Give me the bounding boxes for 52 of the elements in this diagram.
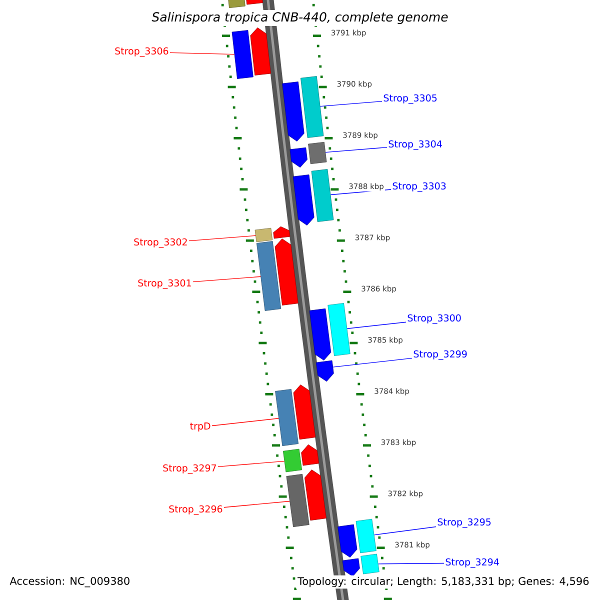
gene-feature: [338, 524, 358, 558]
genome-info-text: Topology: circular; Length: 5,183,331 bp; Genes: 4,596: [296, 575, 591, 589]
gene-bar: [232, 30, 254, 79]
gene-label: trpD: [190, 422, 210, 432]
gene-label: Strop_3302: [134, 238, 187, 248]
gene-bar: [328, 303, 350, 356]
leader-line: [170, 52, 235, 55]
gene-label: Strop_3294: [446, 558, 499, 568]
leader-line: [320, 100, 382, 107]
gene-feature: [290, 147, 308, 168]
gene-bar: [360, 554, 380, 574]
gene-label: Strop_3305: [384, 94, 437, 104]
accession-text: Accession: NC_009380: [8, 575, 132, 589]
gene-bar: [227, 0, 246, 8]
gene-bar: [283, 448, 302, 472]
gene-bar: [300, 76, 324, 138]
leader-line: [224, 500, 290, 508]
gene-feature: [301, 444, 320, 466]
leader-line: [374, 526, 436, 536]
gene-feature: [342, 558, 360, 577]
gene-bar: [286, 474, 310, 528]
gene-label: Strop_3306: [115, 47, 168, 57]
leader-line: [218, 460, 285, 468]
leader-line: [378, 562, 444, 564]
title: Salinispora tropica CNB-440, complete genome: [150, 10, 450, 26]
gene-bar: [254, 228, 273, 242]
gene-feature: [250, 27, 271, 76]
leader-line: [212, 418, 279, 426]
leader-line: [188, 235, 256, 242]
gene-label: Strop_3295: [438, 518, 491, 528]
gene-bar: [256, 241, 282, 311]
leader-line: [325, 146, 388, 153]
gene-bar: [308, 142, 327, 164]
gene-feature: [282, 82, 304, 142]
gene-feature: [246, 0, 263, 5]
leader-line: [332, 358, 412, 368]
gene-label: Strop_3300: [408, 314, 461, 324]
gene-feature: [273, 226, 290, 239]
gene-bar: [356, 518, 376, 554]
gene-label: Strop_3297: [163, 464, 216, 474]
gene-label: Strop_3299: [414, 350, 467, 360]
gene-label: Strop_3303: [392, 182, 446, 192]
gene-feature: [316, 360, 334, 382]
gene-label: Strop_3301: [138, 279, 191, 289]
gene-bar: [275, 389, 298, 446]
leader-line: [192, 276, 261, 282]
gene-feature: [293, 384, 316, 440]
gene-feature: [304, 470, 326, 521]
gene-feature: [292, 174, 314, 226]
gene-label: Strop_3304: [388, 140, 442, 150]
gene-bar: [311, 169, 334, 222]
gene-label: Strop_3296: [169, 505, 222, 515]
